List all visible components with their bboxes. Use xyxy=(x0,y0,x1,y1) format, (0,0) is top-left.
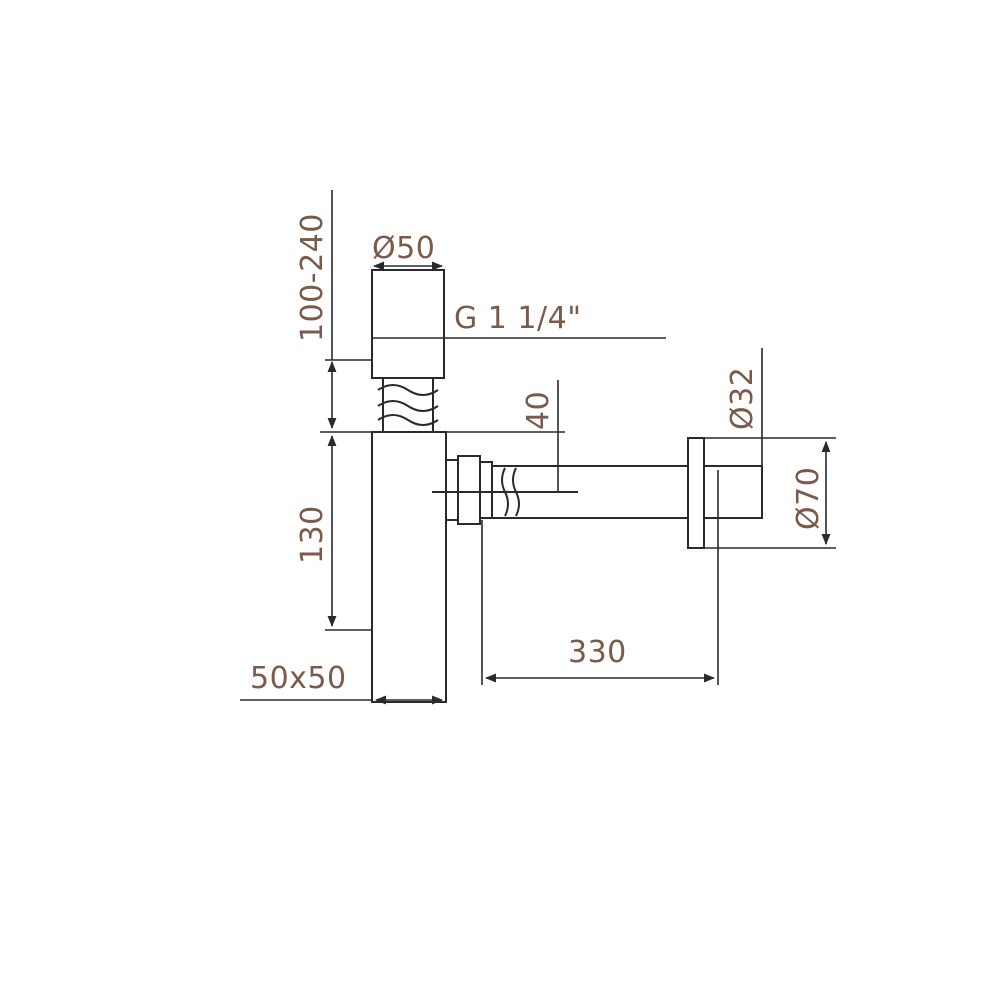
dimension-lines xyxy=(240,190,836,705)
outlet-nut xyxy=(445,459,459,521)
wall-flange xyxy=(687,437,705,549)
label-outlet-height: 40 xyxy=(521,391,556,430)
label-outlet-length: 330 xyxy=(568,635,627,670)
label-flange-diameter: Ø70 xyxy=(791,467,826,530)
label-thread: G 1 1/4" xyxy=(454,301,582,336)
square-body xyxy=(371,431,447,703)
top-cap xyxy=(371,269,445,379)
label-height-range: 100-240 xyxy=(295,213,330,342)
label-top-diameter: Ø50 xyxy=(372,231,435,266)
label-body-section: 50x50 xyxy=(250,661,347,696)
label-pipe-diameter: Ø32 xyxy=(725,367,760,430)
label-body-height: 130 xyxy=(295,505,330,564)
